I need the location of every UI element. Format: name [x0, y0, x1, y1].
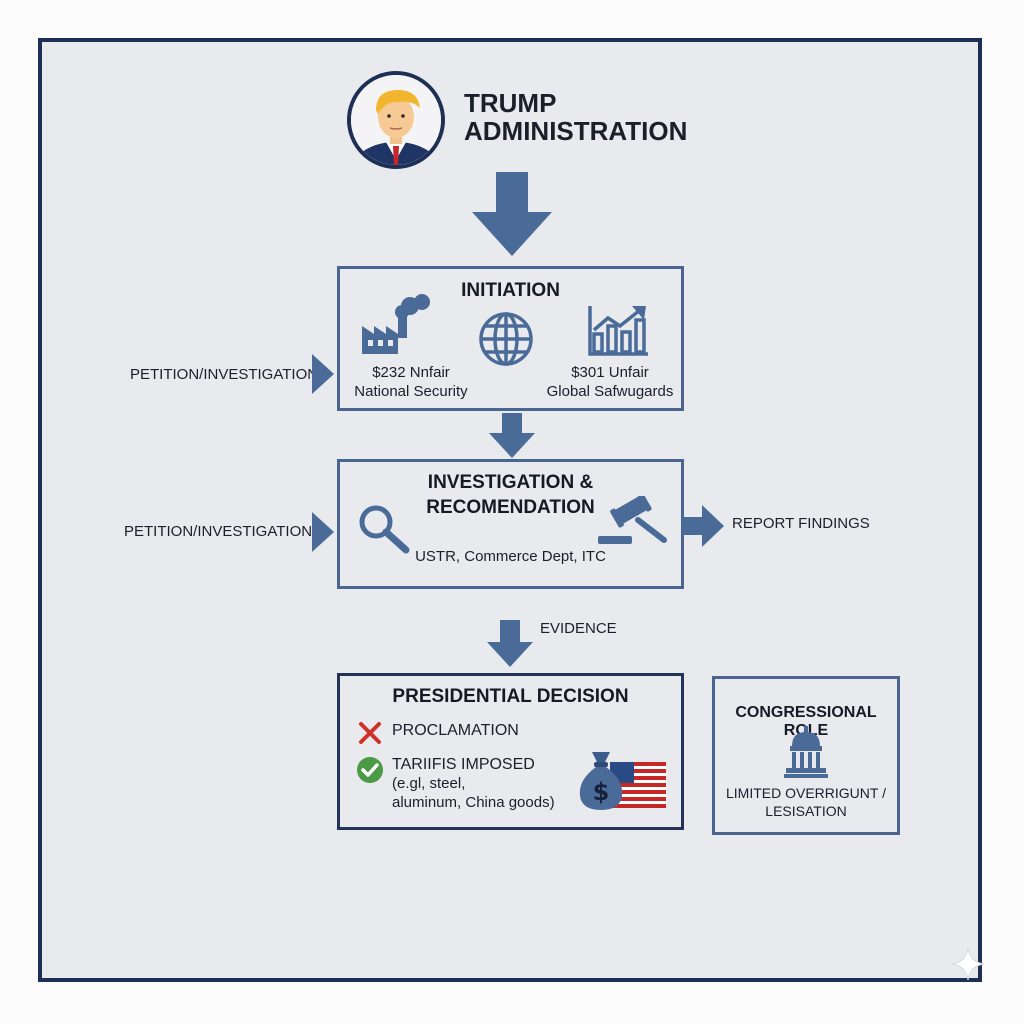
- petition-label-initiation: PETITION/INVESTIGATION: [130, 366, 319, 383]
- initiation-title: INITIATION: [461, 280, 560, 301]
- arrow-right-initiation: [312, 354, 336, 394]
- tariffs-label-line1: TARIIFIS IMPOSED: [392, 756, 535, 773]
- arrow-down-1: [488, 413, 536, 459]
- arrow-right-report: [682, 504, 726, 548]
- proclamation-label: PROCLAMATION: [392, 722, 519, 739]
- check-icon: [356, 756, 384, 784]
- section-232-label-line2: National Security: [354, 383, 468, 400]
- investigation-box: [337, 459, 684, 589]
- arrow-down-evidence: [486, 620, 534, 668]
- svg-text:$: $: [593, 778, 610, 806]
- decision-title: PRESIDENTIAL DECISION: [392, 686, 629, 707]
- evidence-label: EVIDENCE: [540, 620, 617, 637]
- congress-text-line2: LESISATION: [765, 803, 847, 819]
- section-301-label-line2: Global Safwugards: [546, 383, 674, 400]
- petition-label-investigation: PETITION/INVESTIGATION: [124, 523, 313, 540]
- congress-text-line1: LIMITED OVERRIGUNT /: [726, 785, 886, 801]
- congress-box: [712, 676, 900, 835]
- section-301-label-line1: $301 Unfair: [571, 364, 649, 381]
- magnifier-icon: [356, 502, 412, 554]
- cross-icon: [357, 720, 383, 746]
- section-232-label-line1: $232 Nnfair: [372, 364, 450, 381]
- arrow-right-investigation: [312, 512, 336, 552]
- report-findings-label: REPORT FINDINGS: [732, 515, 870, 532]
- investigation-title-line2: RECOMENDATION: [426, 497, 595, 518]
- tariffs-label-line3: aluminum, China goods): [392, 794, 555, 811]
- avatar: [346, 70, 446, 170]
- us-flag-icon: [610, 762, 666, 808]
- growth-chart-icon: [586, 304, 650, 358]
- investigation-title-line1: INVESTIGATION &: [427, 472, 594, 493]
- title-line2: ADMINISTRATION: [464, 116, 688, 146]
- globe-icon: [476, 310, 536, 368]
- factory-icon: [360, 292, 438, 358]
- sparkle-icon: [950, 946, 986, 982]
- capitol-icon: [782, 724, 830, 780]
- title-line1: TRUMP: [464, 88, 557, 118]
- money-bag-icon: $: [576, 748, 626, 812]
- agencies-label: USTR, Commerce Dept, ITC: [415, 548, 606, 565]
- arrow-down-large: [470, 172, 554, 258]
- tariffs-label-line2: (e.gl, steel,: [392, 775, 466, 792]
- gavel-icon: [596, 496, 670, 548]
